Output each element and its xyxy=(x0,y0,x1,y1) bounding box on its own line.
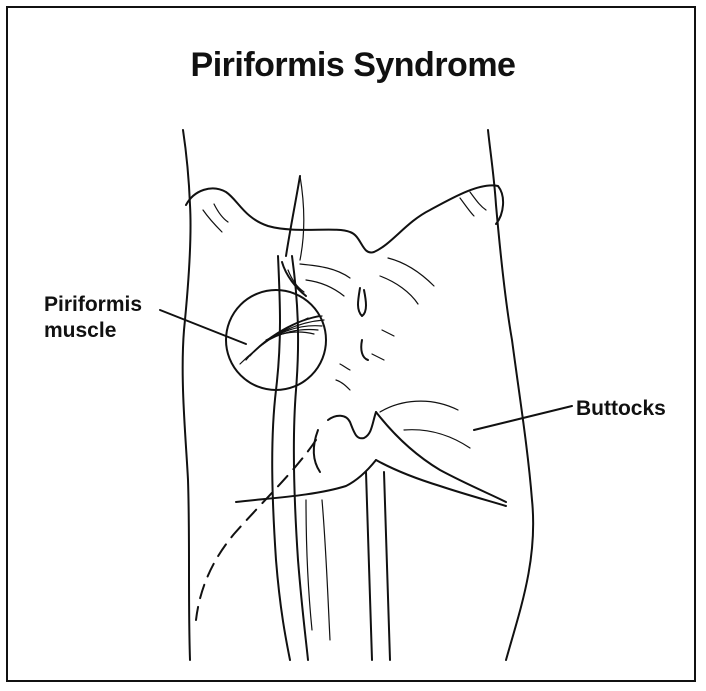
hidden-contour xyxy=(196,440,316,620)
legs xyxy=(306,472,390,660)
buttocks-label: Buttocks xyxy=(576,396,666,422)
magnifier-circle xyxy=(226,290,326,390)
hip-top xyxy=(186,185,503,252)
sacral-lines xyxy=(300,258,434,390)
sciatic-nerve xyxy=(272,176,308,660)
gluteal-folds xyxy=(236,401,506,506)
piriformis-label-line-2: muscle xyxy=(44,318,142,344)
body-outline xyxy=(183,130,534,660)
piriformis-label-line-1: Piriformis xyxy=(44,292,142,318)
piriformis-muscle-label: Piriformis muscle xyxy=(44,292,142,344)
piriformis-muscle xyxy=(240,262,324,364)
